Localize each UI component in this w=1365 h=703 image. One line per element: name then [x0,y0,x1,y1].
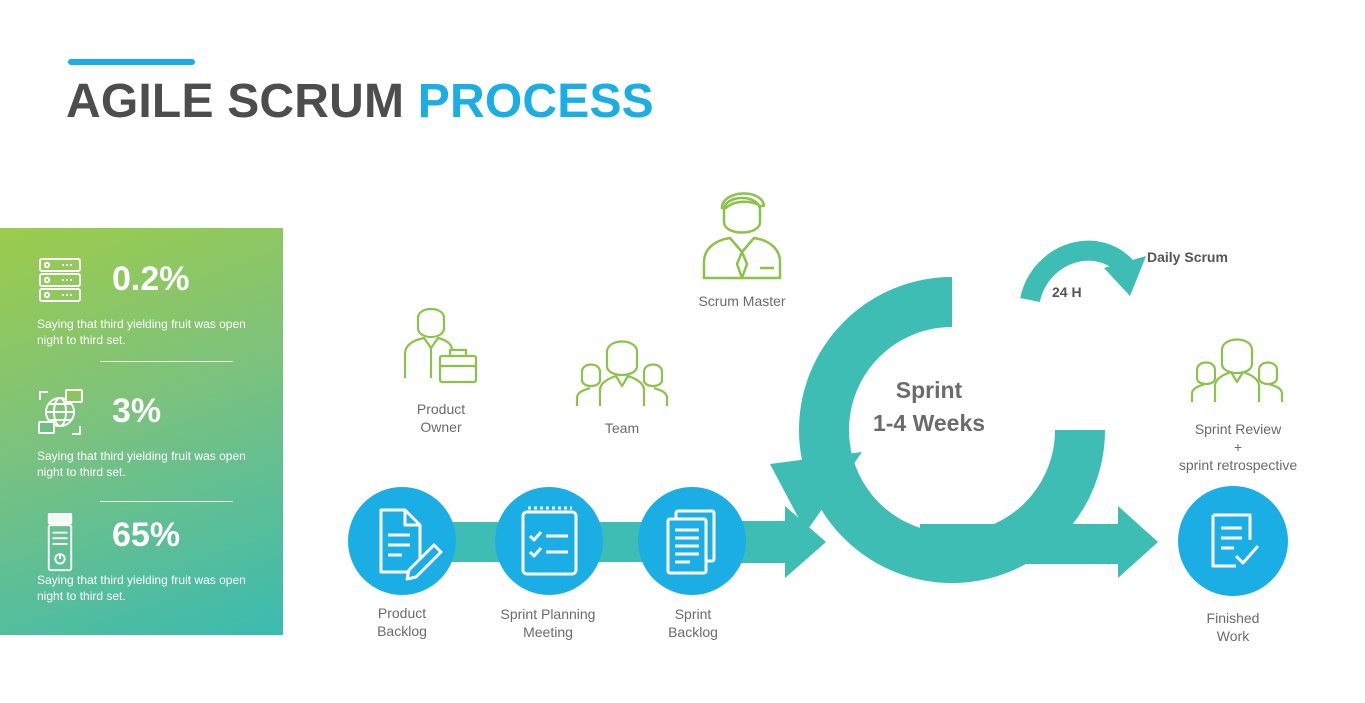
sprint-cycle-ring [799,277,1105,583]
finished-work-circle [1178,486,1288,596]
title-accent-bar [68,59,195,65]
stat-value: 3% [112,392,162,430]
sprint-backlog-label: Sprint Backlog [668,606,718,640]
document-check-icon [1211,513,1260,568]
daily-scrum-label: Daily Scrum [1147,249,1228,265]
stat-item: 0.2% Saying that third yielding fruit wa… [0,256,283,376]
document-pencil-icon [379,508,443,581]
scrum-master-label: Scrum Master [698,293,786,309]
documents-icon [666,509,716,575]
title-main: AGILE SCRUM [66,75,405,128]
sprint-duration-label: Sprint 1-4 Weeks [872,377,986,436]
stat-item: 65% Saying that third yielding fruit was… [0,512,283,632]
stat-item: 3% Saying that third yielding fruit was … [0,388,283,508]
power-tower-icon [47,512,73,572]
stat-divider [100,361,233,362]
title-accent: PROCESS [417,75,654,128]
stat-description: Saying that third yielding fruit was ope… [37,317,246,347]
server-icon [39,258,81,302]
stat-description: Saying that third yielding fruit was ope… [37,449,246,479]
stat-description: Saying that third yielding fruit was ope… [37,573,246,603]
product-backlog-circle [348,487,456,595]
sprint-review-label: Sprint Review + sprint retrospective [1178,421,1298,473]
team-icon [575,340,669,406]
network-globe-icon [38,389,83,435]
team-label: Team [604,420,640,436]
review-team-icon [1190,338,1284,402]
sprint-planning-circle [495,487,603,595]
finished-work-label: Finished Work [1206,610,1260,644]
daily-scrum-arrowhead [1104,256,1146,296]
page-title: AGILE SCRUM PROCESS [66,74,654,129]
product-owner-icon [403,307,478,384]
checklist-icon [521,506,578,576]
product-backlog-label: Product Backlog [377,605,427,639]
stat-divider [100,501,233,502]
scrum-master-icon [702,192,782,280]
sprint-planning-label: Sprint Planning Meeting [500,606,596,640]
stats-panel: 0.2% Saying that third yielding fruit wa… [0,228,283,635]
arrow-to-finished [920,506,1158,578]
product-owner-label: Product Owner [416,401,466,435]
stat-value: 65% [112,516,181,554]
sprint-cycle-arrowhead [770,452,862,532]
daily-scrum-loop [1020,240,1138,303]
stat-value: 0.2% [112,260,190,298]
daily-duration-label: 24 H [1052,284,1082,300]
